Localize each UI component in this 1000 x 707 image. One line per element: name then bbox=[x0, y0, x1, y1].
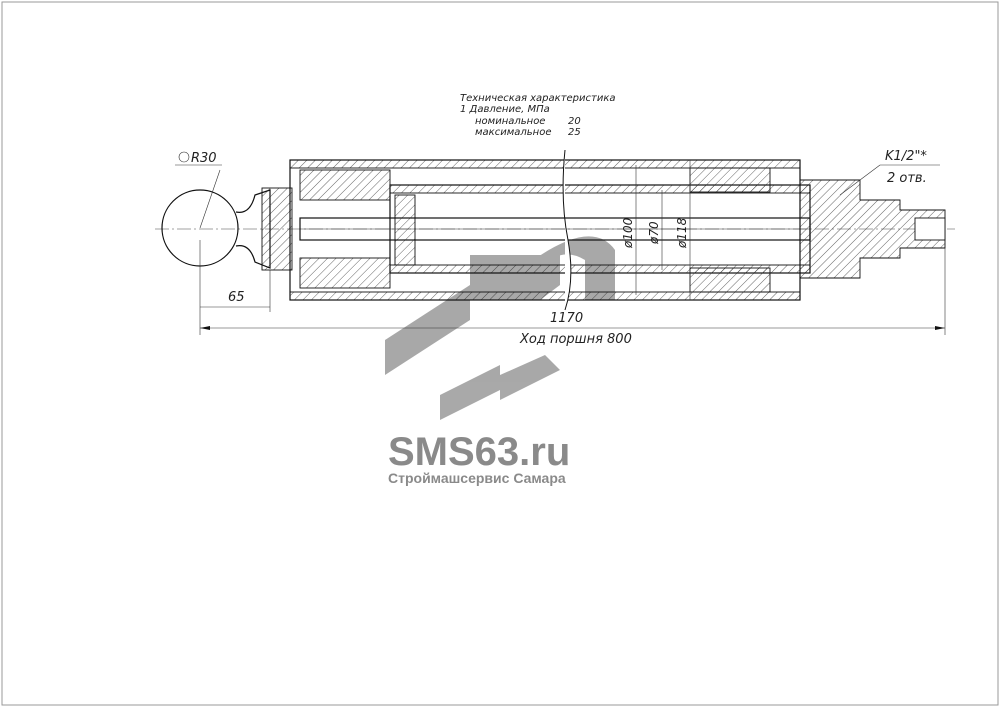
spec-nominal-value: 20 bbox=[568, 116, 581, 127]
spec-max-label: максимальное bbox=[475, 127, 551, 138]
spec-nominal-label: номинальное bbox=[475, 116, 545, 127]
spec-max-value: 25 bbox=[568, 127, 581, 138]
dim-d70: ø70 bbox=[647, 221, 661, 245]
dim-d100: ø100 bbox=[621, 217, 635, 249]
gland-bottom bbox=[299, 257, 391, 289]
watermark-site: SMS63.ru bbox=[388, 430, 570, 474]
dim-d118: ø118 bbox=[675, 217, 689, 249]
port-count-label: 2 отв. bbox=[887, 171, 927, 186]
dim-65: 65 bbox=[228, 290, 245, 305]
stroke-label: Ход поршня 800 bbox=[519, 332, 632, 347]
gland-top bbox=[299, 169, 391, 201]
watermark-logo bbox=[385, 236, 615, 420]
spec-title: Техническая характеристика bbox=[460, 93, 616, 104]
spec-pressure: 1 Давление, МПа bbox=[460, 104, 550, 115]
port-label: K1/2"* bbox=[885, 149, 927, 164]
radius-label: R30 bbox=[191, 151, 217, 166]
watermark-company: Строймашсервис Самара bbox=[388, 470, 566, 486]
dim-1170: 1170 bbox=[550, 311, 583, 326]
